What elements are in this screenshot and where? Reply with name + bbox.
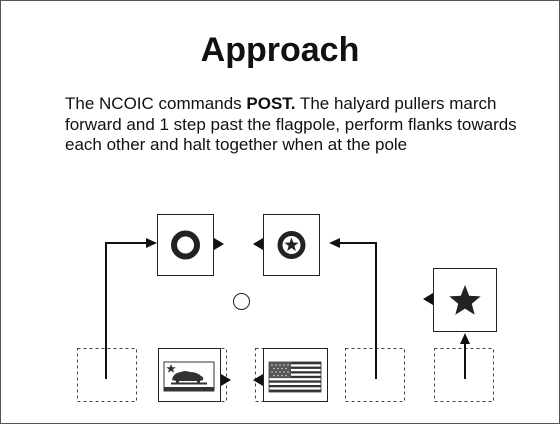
dashed-start-box-right xyxy=(345,348,405,402)
arrowhead-right-ring xyxy=(214,238,224,250)
star-icon xyxy=(449,285,481,315)
star-circle-symbol-box xyxy=(263,214,320,276)
path-right-puller xyxy=(329,238,377,379)
us-flag-icon xyxy=(268,361,322,393)
arrowhead-left-star-circle xyxy=(253,238,263,250)
arrowhead-left-star xyxy=(423,293,433,305)
us-flag-box xyxy=(263,348,328,402)
arrowhead-left-us xyxy=(253,374,263,386)
california-flag-box xyxy=(158,348,221,402)
body-command: POST. xyxy=(246,94,296,113)
arrowhead-right-ca xyxy=(221,374,231,386)
body-rest: The halyard pullers march forward and 1 … xyxy=(65,94,517,154)
star-symbol-box xyxy=(433,268,497,332)
ring-icon xyxy=(171,230,200,260)
dashed-start-box-left xyxy=(77,348,137,402)
path-left-puller xyxy=(105,238,157,379)
ring-symbol-box xyxy=(157,214,214,276)
body-intro: The NCOIC commands xyxy=(65,94,247,113)
star-in-circle-icon xyxy=(277,231,306,259)
flagpole-circle xyxy=(233,293,250,310)
dashed-start-box-ca-outline xyxy=(167,348,227,402)
path-far-right xyxy=(460,333,470,379)
dashed-start-box-far-right xyxy=(434,348,494,402)
california-bear-flag-icon xyxy=(163,361,215,392)
slide-body-text: The NCOIC commands POST. The halyard pul… xyxy=(65,94,535,156)
slide-title: Approach xyxy=(200,31,360,69)
